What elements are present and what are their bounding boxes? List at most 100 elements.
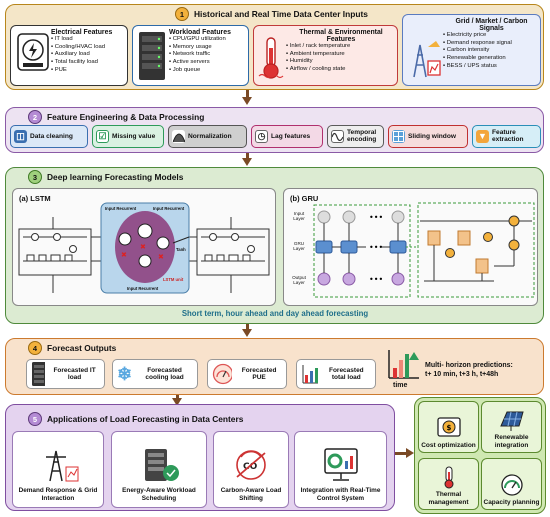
app-carbon-shifting: CO Carbon-Aware Load Shifting <box>213 431 289 508</box>
svg-text:$: $ <box>446 424 451 432</box>
timeline-chart-icon <box>388 350 419 379</box>
workload-features-card: Workload Features CPU/GPU utilization Me… <box>132 25 249 86</box>
lstm-label: Input Recurrent <box>153 206 185 211</box>
thermometer-icon <box>258 37 284 79</box>
gauge-icon <box>212 363 233 385</box>
benefit-thermal-management: Thermal management <box>418 458 479 510</box>
workload-features-title: Workload Features <box>169 29 231 36</box>
grid-signals-title: Grid / Market / Carbon Signals <box>455 18 528 32</box>
thermometer-icon <box>444 466 453 489</box>
flow-arrow-line <box>246 90 249 98</box>
list-item: Humidity <box>286 58 396 66</box>
svg-text:•••: ••• <box>369 213 383 222</box>
list-item: Demand response signal <box>443 40 540 48</box>
thermal-features-card: Thermal & Environmental Features Inlet /… <box>253 25 398 86</box>
gru-diagram: (b) GRU Input Layer GRU Layer Output Lay… <box>283 188 538 306</box>
benefit-cost-optimization: $ Cost optimization <box>418 401 479 453</box>
lstm-unit-label: LSTM unit <box>163 277 184 282</box>
gru-network-svg: ••• ••• ••• <box>313 202 535 298</box>
list-item: Ambient temperature <box>286 51 396 59</box>
gru-layer-label: Output Layer <box>292 275 306 285</box>
database-icon: ◫ <box>14 130 27 143</box>
list-item: Memory usage <box>169 44 249 52</box>
step-number: 2 <box>28 110 42 124</box>
list-item: Carbon intensity <box>443 47 540 55</box>
list-item: Auxiliary load <box>51 51 127 59</box>
lstm-label: Input Recurrent <box>105 206 137 211</box>
benefit-capacity-planning: Capacity planning <box>481 458 542 510</box>
svg-text:✖: ✖ <box>121 251 127 259</box>
list-item: Network traffic <box>169 51 249 59</box>
svg-text:CO: CO <box>243 462 258 472</box>
step-data-cleaning: ◫ Data cleaning <box>10 125 88 148</box>
app-workload-scheduling: Energy-Aware Workload Scheduling <box>111 431 207 508</box>
multi-horizon-text: Multi- horizon predictions: t+ 10 min, t… <box>425 362 513 379</box>
list-item: Active servers <box>169 59 249 67</box>
thermal-features-title: Thermal & Environmental Features <box>299 29 383 43</box>
server-rack-icon <box>139 32 165 80</box>
step-number: 4 <box>28 341 42 355</box>
lstm-label: Tanh <box>176 247 186 252</box>
benefit-renewable-integration: Renewable integration <box>481 401 542 453</box>
output-pue: Forecasted PUE <box>207 359 287 389</box>
gru-layer-label: GRU Layer <box>293 241 305 251</box>
flow-arrow-line <box>176 395 179 400</box>
capacity-gauge-icon <box>500 473 523 496</box>
list-item: PUE <box>51 67 127 75</box>
step-temporal-encoding: Temporal encoding <box>327 125 384 148</box>
list-item: Airflow / cooling state <box>286 66 396 74</box>
lstm-title: (a) LSTM <box>19 194 51 203</box>
transmission-tower-icon <box>46 451 79 482</box>
cost-optimization-icon: $ <box>436 416 461 437</box>
step-number: 1 <box>175 7 189 21</box>
solar-panel-icon <box>499 411 524 432</box>
flow-arrow-head <box>242 97 252 105</box>
step-number: 3 <box>28 170 42 184</box>
lstm-diagram: (a) LSTM <box>12 188 276 306</box>
output-cooling-load: ❄ Forecasted cooling load <box>112 359 198 389</box>
list-item: Renewable generation <box>443 55 540 63</box>
electrical-features-card: Electrical Features IT load Cooling/HVAC… <box>10 25 128 86</box>
flow-arrow-line <box>246 153 249 159</box>
svg-text:•••: ••• <box>369 275 383 284</box>
flow-arrow-head <box>406 448 414 458</box>
forecast-horizon-caption: Short term, hour ahead and day ahead for… <box>181 309 369 318</box>
time-label: time <box>393 382 408 389</box>
bar-chart-icon <box>302 365 318 384</box>
server-icon <box>32 362 46 386</box>
list-item: CPU/GPU utilization <box>169 36 249 44</box>
power-grid-icon <box>413 41 441 78</box>
svg-text:✖: ✖ <box>140 243 146 251</box>
step-normalization: Normalization <box>168 125 247 148</box>
gru-layer-label: Input Layer <box>293 211 305 221</box>
feature-engineering-title: 2 Feature Engineering & Data Processing <box>28 110 204 124</box>
monitor-dashboard-icon <box>323 448 358 482</box>
step-missing-value: ☑ Missing value <box>92 125 164 148</box>
step-lag-features: ◷ Lag features <box>251 125 323 148</box>
electrical-features-title: Electrical Features <box>51 29 113 36</box>
checklist-icon: ☑ <box>96 130 109 143</box>
snowflake-icon: ❄ <box>117 363 133 384</box>
funnel-icon: ▼ <box>476 130 489 143</box>
inputs-title: 1 Historical and Real Time Data Center I… <box>175 7 368 21</box>
step-sliding-window: Sliding window <box>388 125 468 148</box>
list-item: Total facility load <box>51 59 127 67</box>
models-title: 3 Deep learning Forecasting Models <box>28 170 183 184</box>
flow-arrow-head <box>172 398 182 406</box>
flow-arrow-head <box>242 158 252 166</box>
list-item: IT load <box>51 36 127 44</box>
list-item: Electricity price <box>443 32 540 40</box>
lstm-label: Input Recurrent <box>127 286 159 291</box>
server-rack-icon <box>145 449 179 482</box>
app-real-time-control: Integration with Real-Time Control Syste… <box>294 431 387 508</box>
list-item: Job queue <box>169 67 249 75</box>
step-feature-extraction: ▼ Feature extraction <box>472 125 541 148</box>
flow-arrow-head <box>242 329 252 337</box>
flow-arrow-line <box>395 452 407 455</box>
flow-arrow-line <box>246 324 249 330</box>
app-demand-response: Demand Response & Grid Interaction <box>12 431 104 508</box>
carbon-cycle-icon: CO <box>236 450 266 481</box>
step-number: 5 <box>28 412 42 426</box>
list-item: BESS / UPS status <box>443 63 540 71</box>
output-total-load: Forecasted total load <box>296 359 376 389</box>
